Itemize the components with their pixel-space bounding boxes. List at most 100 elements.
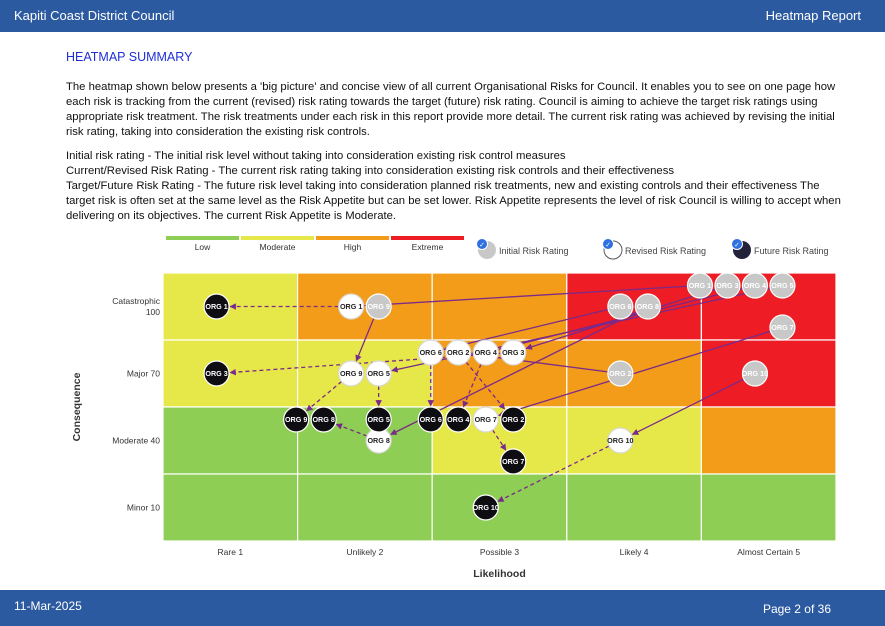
heatmap-cell bbox=[162, 406, 299, 475]
risk-movement-arrow bbox=[363, 285, 688, 309]
revised-risk-marker bbox=[365, 360, 392, 387]
revised-risk-marker bbox=[417, 339, 444, 366]
risk-marker-label: ORG 2 bbox=[502, 415, 524, 424]
likelihood-tick-label: Rare 1 bbox=[218, 547, 244, 557]
risk-movement-arrow bbox=[335, 423, 368, 437]
initial-risk-marker bbox=[607, 293, 634, 320]
heatmap-cell bbox=[297, 272, 433, 341]
risk-marker-label: ORG 1 bbox=[340, 302, 362, 311]
report-date: 11-Mar-2025 bbox=[14, 599, 82, 613]
future-risk-marker bbox=[365, 406, 392, 433]
future-risk-marker bbox=[417, 406, 444, 433]
x-axis-title: Likelihood bbox=[473, 568, 526, 580]
heatmap-grid bbox=[162, 272, 837, 542]
initial-rating-legend-label: Initial Risk Rating bbox=[499, 246, 569, 256]
initial-rating-definition: Initial risk rating - The initial risk l… bbox=[66, 150, 566, 162]
revised-risk-marker bbox=[445, 339, 472, 366]
likelihood-tick-label: Almost Certain 5 bbox=[737, 547, 800, 557]
risk-marker-label: ORG 4 bbox=[744, 281, 766, 290]
future-risk-marker bbox=[203, 293, 230, 320]
risk-movement-arrow bbox=[306, 381, 342, 412]
risk-marker-label: ORG 1 bbox=[205, 302, 227, 311]
heatmap-cell bbox=[431, 473, 568, 542]
future-risk-marker bbox=[500, 448, 527, 475]
risk-marker-label: ORG 6 bbox=[420, 415, 442, 424]
future-risk-marker bbox=[283, 406, 310, 433]
y-axis-title: Consequence bbox=[71, 372, 83, 441]
risk-marker-label: ORG 1 bbox=[689, 281, 711, 290]
risk-movement-arrow bbox=[443, 308, 609, 352]
heatmap-cell bbox=[297, 339, 433, 408]
risk-marker-label: ORG 7 bbox=[475, 415, 497, 424]
risk-marker-label: ORG 9 bbox=[285, 415, 307, 424]
risk-marker-label: ORG 10 bbox=[607, 436, 633, 445]
check-icon: ✓ bbox=[734, 242, 740, 249]
current-rating-definition: Current/Revised Risk Rating - The curren… bbox=[66, 165, 675, 177]
risk-movement-arrow bbox=[465, 361, 506, 410]
consequence-tick-label: Minor 10 bbox=[127, 503, 160, 513]
consequence-tick-label: Catastrophic bbox=[112, 296, 160, 306]
revised-risk-marker bbox=[338, 293, 365, 320]
future-risk-marker bbox=[310, 406, 337, 433]
future-risk-marker bbox=[500, 406, 527, 433]
initial-risk-marker bbox=[634, 293, 661, 320]
risk-markers: ORG 1 ORG 3 ORG 4 ORG 5 ORG 7 ORG 6 ORG 8 ORG 9… bbox=[203, 272, 796, 521]
consequence-tick-label: 100 bbox=[146, 307, 160, 317]
initial-risk-marker bbox=[714, 272, 741, 299]
initial-risk-marker bbox=[741, 272, 769, 299]
heatmap-cell bbox=[700, 406, 837, 475]
revised-rating-legend-label: Revised Risk Rating bbox=[625, 246, 706, 256]
risk-marker-label: ORG 4 bbox=[447, 415, 469, 424]
heatmap-cell bbox=[566, 473, 702, 542]
future-risk-marker bbox=[472, 494, 499, 521]
risk-marker-label: ORG 6 bbox=[609, 302, 631, 311]
scale-label: Extreme bbox=[412, 242, 444, 252]
check-icon: ✓ bbox=[605, 242, 611, 249]
heatmap-cell bbox=[566, 406, 702, 475]
initial-risk-marker bbox=[365, 293, 392, 320]
revised-risk-marker bbox=[472, 339, 499, 366]
report-title: Heatmap Report bbox=[765, 8, 861, 23]
likelihood-tick-label: Likely 4 bbox=[620, 547, 649, 557]
heatmap-cell bbox=[297, 473, 433, 542]
consequence-tick-label: Moderate 40 bbox=[112, 436, 160, 446]
initial-risk-marker bbox=[741, 360, 769, 387]
likelihood-tick-label: Unlikely 2 bbox=[346, 547, 383, 557]
scale-label: Moderate bbox=[260, 242, 296, 252]
risk-marker-label: ORG 5 bbox=[367, 415, 389, 424]
revised-risk-marker bbox=[338, 360, 365, 387]
scale-swatch-high bbox=[316, 236, 389, 240]
future-risk-marker bbox=[445, 406, 472, 433]
consequence-tick-label: Major 70 bbox=[127, 369, 160, 379]
risk-marker-label: ORG 5 bbox=[367, 369, 389, 378]
scale-swatch-extreme bbox=[391, 236, 464, 240]
initial-risk-marker bbox=[769, 314, 796, 341]
risk-movement-arrow bbox=[498, 330, 771, 417]
risk-movement-arrow bbox=[631, 378, 745, 436]
section-title: HEATMAP SUMMARY bbox=[66, 50, 193, 64]
revised-risk-marker bbox=[607, 427, 634, 454]
heatmap-cell bbox=[700, 339, 837, 408]
check-badge-icon bbox=[476, 238, 488, 250]
intro-paragraph: The heatmap shown below presents a 'big … bbox=[66, 81, 836, 138]
risk-movement-arrow bbox=[355, 317, 375, 362]
check-badge-icon bbox=[602, 238, 614, 250]
scale-label: High bbox=[344, 242, 362, 252]
revised-risk-marker bbox=[472, 406, 499, 433]
risk-marker-label: ORG 7 bbox=[502, 457, 524, 466]
report-footer: 11-Mar-2025 Page 2 of 36 bbox=[0, 590, 885, 626]
future-risk-marker bbox=[203, 360, 230, 387]
risk-marker-label: ORG 7 bbox=[771, 323, 793, 332]
future-rating-legend-label: Future Risk Rating bbox=[754, 246, 829, 256]
scale-swatch-low bbox=[166, 236, 239, 240]
risk-marker-label: ORG 8 bbox=[367, 436, 389, 445]
target-rating-definition: Target/Future Risk Rating - The future r… bbox=[66, 180, 841, 222]
risk-marker-label: ORG 9 bbox=[340, 369, 362, 378]
initial-risk-marker bbox=[769, 272, 796, 299]
risk-marker-label: ORG 3 bbox=[205, 369, 227, 378]
report-header: Kapiti Coast District Council Heatmap Re… bbox=[0, 0, 885, 32]
initial-risk-marker bbox=[686, 272, 714, 299]
page-number: Page 2 of 36 bbox=[762, 602, 831, 616]
